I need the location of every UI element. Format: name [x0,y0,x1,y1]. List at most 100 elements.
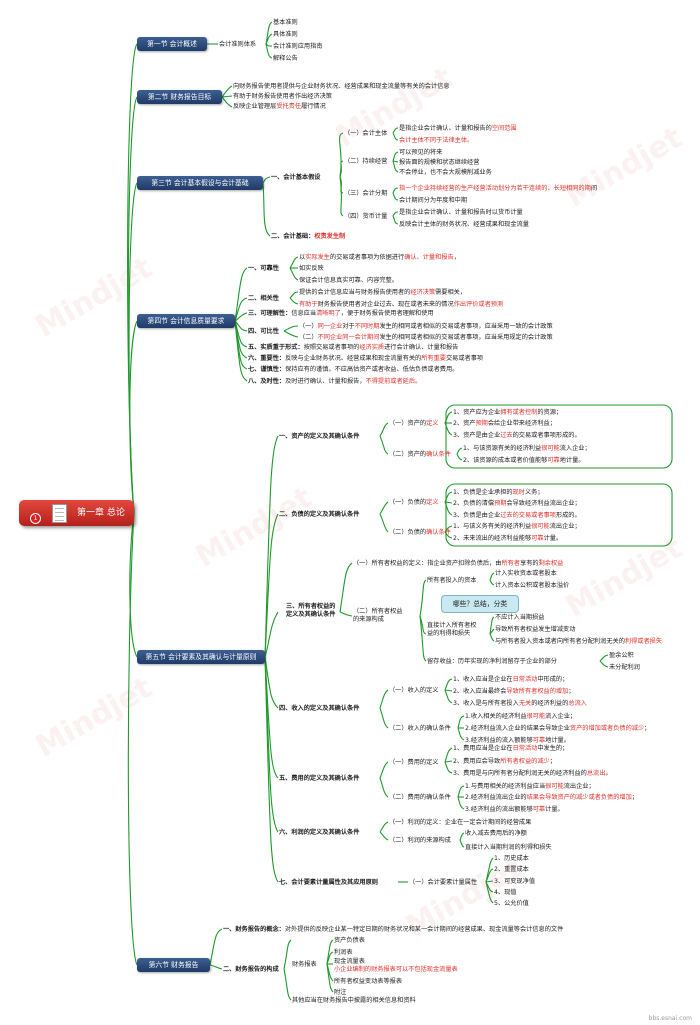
s6-item: 现金流量表 [334,958,365,965]
s5-sub: （二）收入的确认条件 [389,725,451,732]
s4-heading: 二、相关性 [248,295,279,302]
s5-item: 未分配利润 [609,664,640,671]
s4-item: 八、及时性：及时进行确认、计量和报告，不得提前或者延后。 [248,378,422,385]
s5-sub: （二）费用的确认条件 [389,794,451,801]
section-2-node[interactable]: 第二节 财务报告目标 [137,90,222,104]
section-1-node[interactable]: 第一节 会计概述 [137,37,207,51]
s3-item: 会计主体不同于法律主体。 [399,137,474,144]
s5-item: 收入减去费用后的净额 [465,830,527,837]
s5-item: 盈余公积 [609,652,634,659]
s5-heading: 一、资产的定义及其确认条件 [279,433,360,440]
s5-item: 不应计入当期损益 [495,614,545,621]
s5-item: 3.经济利益的流出额能够可靠计量。 [465,806,564,813]
s5-sub: （二）所有者权益的来源构成 [353,608,403,623]
root-node[interactable]: 1 第一章 总论 [19,500,134,526]
s6-heading: 二、财务报告的构成 [223,966,279,973]
s5-sub: （一）所有者权益的定义：指企业资产扣除负债后，由所有者享有的剩余权益 [353,560,564,567]
s3-item: 指一个企业持续经营的生产经营活动划分为若干连续的、长短相同的期间 [399,185,597,192]
s5-sub: （二）负债的确认条件 [389,529,451,536]
s5-heading: 五、费用的定义及其确认条件 [279,775,360,782]
s5-heading: 七、会计要素计量属性及其应用原则 [279,879,378,886]
root-title: 第一章 总论 [77,508,125,518]
s5-item: 4、现值 [494,889,517,896]
s3-item: 反映会计主体的财务状况、经营成果和现金流量 [399,221,529,228]
s5-sub: （二）资产的确认条件 [389,451,451,458]
s5-item: 2、收入应当最终会导致所有者权益的增加； [453,688,575,695]
s4-item: 以实际发生的交易或者事项为依据进行确认、计量和报告， [299,254,460,261]
s1-item: 会计准则应用指南 [273,43,323,50]
s5-sub: （一）费用的定义 [389,759,439,766]
s5-item: 1、与该资源有关的经济利益很可能流入企业； [463,445,591,452]
document-icon [52,504,67,523]
s6-sub: 财务报表 [292,961,317,968]
s6-item: 利润表 [334,949,353,956]
s4-item: 七、谨慎性：保持应有的谨慎，不应高估资产或者收益、低估负债或者费用。 [248,366,459,373]
s3-sub: （三）会计分期 [344,190,388,197]
s5-item: 1、负债是企业承担的现时义务； [453,489,544,496]
callout-note[interactable]: 哪些？总结，分类 [441,595,519,613]
s5-heading: 四、收入的定义及其确认条件 [279,705,360,712]
s5-sub: （一）资产的定义 [389,420,439,427]
s5-item: 计入资本公积或者股本溢价 [495,582,570,589]
s4-item: 保证会计信息真实可靠、内容完整。 [299,277,398,284]
footer-url: bbs.esnai.com [648,1015,692,1022]
s4-item: （一）同一企业对于不同时期发生的相同或者相似的交易或者事项，应当采用一致的会计政… [299,323,553,330]
s5-item: 2、费用应会导致所有者权益的减少； [453,758,556,765]
s5-item: 2、未来流出的经济利益能够可靠计量。 [453,535,563,542]
s5-item: 3、收入是与所有者投入无关的经济利益的总流入 [453,700,587,707]
s5-item: 留存收益：历年实现的净利润留存于企业的部分 [427,658,557,665]
s5-sub: （一）会计要素计量属性 [409,879,478,886]
s6-item: 其他应当在财务报告中披露的相关信息和资料 [292,997,416,1004]
s2-line: 向财务报告使用者提供与企业财务状况、经营成果和现金流量等有关的会计信息 [233,83,450,90]
s3-item: 可以预见的将来 [399,149,443,156]
s6-item: 附注 [334,989,347,996]
s3-sub: （一）会计主体 [344,130,388,137]
s5-item: 直接计入当期利润的利得和损失 [465,844,552,851]
s5-heading: 三、所有者权益的定义及其确认条件 [286,603,336,618]
s4-item: 三、可理解性：信息应当清晰明了，便于财务报告使用者理解和使用 [248,310,434,317]
s5-item: 3、费用是与向所有者分配利润无关的经济利益的总流出。 [453,770,612,777]
s3-heading: 二、会计基础：权责发生制 [271,233,346,240]
s5-item: 1、收入应当是企业在日常活动中形成的； [453,676,569,683]
s4-item: 有助于财务报告使用者对企业过去、现在或者未来的情况作出评价或者预测 [299,301,504,308]
s5-item: 所有者投入的资本 [427,577,477,584]
s5-item: 与所有者投入资本或者向所有者分配利润无关的利得或者损失 [495,638,663,645]
section-3-node[interactable]: 第三节 会计基本假设与会计基础 [137,176,263,190]
s4-heading: 一、可靠性 [248,265,279,272]
s5-item: 2、重置成本 [494,866,529,873]
s3-item: 会计期间分为年度和中期 [399,197,468,204]
s4-item: 提供的会计信息应当与财务报告使用者的经济决策需要相关， [299,289,467,296]
s5-item: 1、历史成本 [494,855,529,862]
s5-item: 2、负债的清偿预期会导致经济利益流出企业； [453,500,581,507]
s6-item: 小企业编制的财务报表可以不包括现金流量表 [334,966,458,973]
s5-item: 计入实收资本或者股本 [495,570,557,577]
s5-item: 导致所有者权益发生增减变动 [495,626,576,633]
s3-heading: 一、会计基本假设 [271,174,321,181]
s5-item: 5、公允价值 [494,900,529,907]
root-badge: 1 [30,513,41,524]
s2-line: 反映企业管理层受托责任履行情况 [233,103,326,110]
section-6-node[interactable]: 第六节 财务报告 [137,958,210,972]
s3-item: 是指企业会计确认、计量和报告的空间范围 [399,125,517,132]
s5-sub: （二）利润的来源构成 [389,837,451,844]
section-5-node[interactable]: 第五节 会计要素及其确认与计量原则 [137,650,265,664]
s6-item: 一、财务报告的概念：对外提供的反映企业某一特定日期的财务状况和某一会计期间的经营… [223,926,564,933]
s3-item: 不会停业，也不会大规模削减业务 [399,169,492,176]
s5-item: 2、该资源的成本或者价值能够可靠地计量。 [463,457,585,464]
s4-item: 如实反映 [299,265,324,272]
s5-sub: （一）利润的定义：企业在一定会计期间的经营成果 [389,819,532,826]
s5-item: 1.收入相关的经济利益很可能流入企业； [465,713,577,720]
s5-item: 直接计入所有者权益的利得和损失 [427,622,477,637]
s5-item: 1、与该义务有关的经济利益很可能流出企业； [453,523,581,530]
s5-sub: （一）收入的定义 [389,687,439,694]
s4-item: 五、实质重于形式：按照交易或者事项的经济实质进行会计确认、计量和报告 [248,344,459,351]
s1-item: 具体准则 [273,31,298,38]
s2-line: 有助于财务报告使用者作出经济决策 [233,93,332,100]
s5-heading: 六、利润的定义及其确认条件 [279,829,360,836]
section-4-node[interactable]: 第四节 会计信息质量要求 [137,314,235,328]
s5-item: 1.与费用相关的经济利益应当很可能流出企业； [465,783,595,790]
s5-item: 2.经济利益流出企业的结果会导致资产的减少或者负债的增加； [465,794,638,801]
s3-item: 报告面的规模和状态继续经营 [399,159,480,166]
s3-sub: （二）持续经营 [344,158,388,165]
